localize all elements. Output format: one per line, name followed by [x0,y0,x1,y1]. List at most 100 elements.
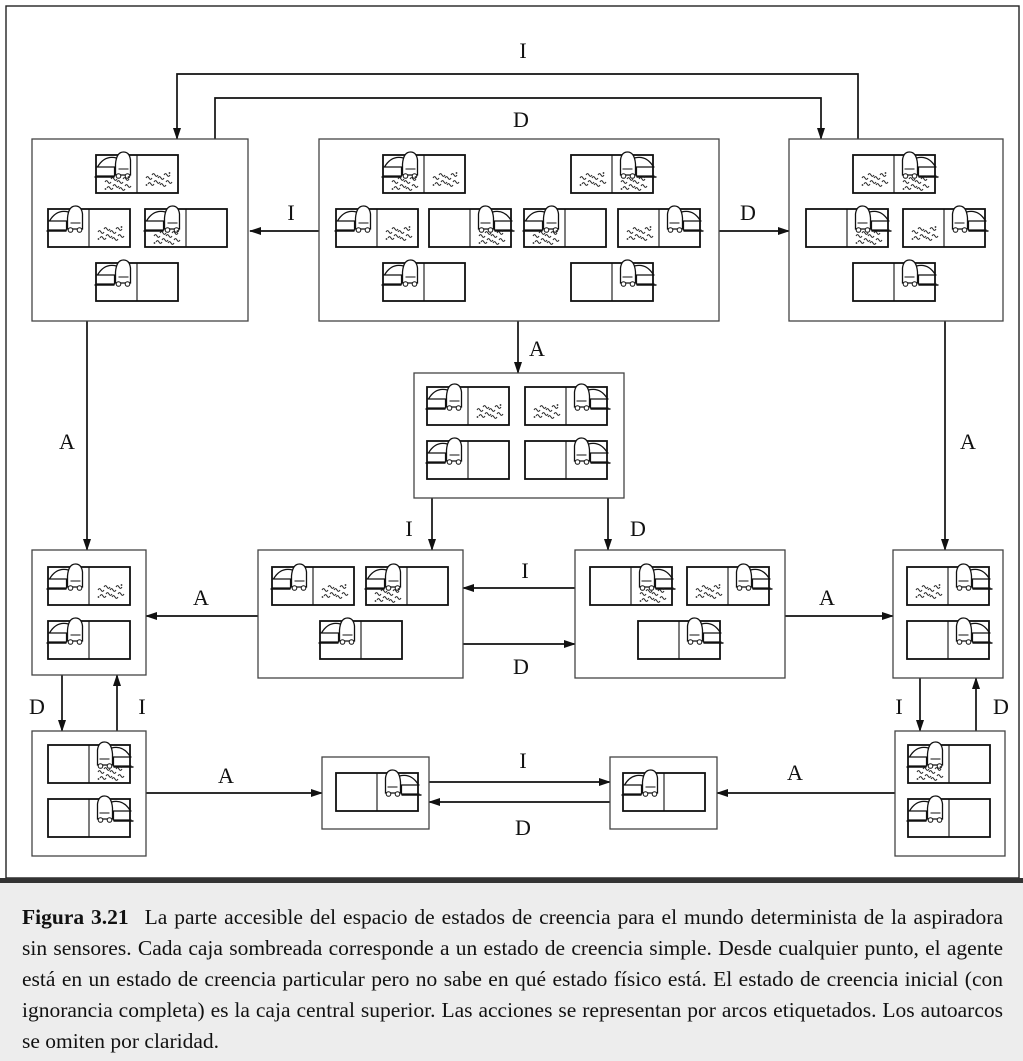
action-label: D [515,815,531,840]
dirt-icon [432,172,460,187]
world-state [270,563,355,606]
action-label: I [405,516,412,541]
dirt-icon [478,230,506,245]
world-state [570,259,657,302]
vacuum-icon [573,383,611,411]
vacuum-icon [46,563,84,591]
world-state [47,741,134,784]
world-state [364,563,449,606]
belief-state-top-right [788,138,1004,322]
dirt-icon [97,766,125,781]
belief-state-row3-center-left [257,549,464,679]
action-label: A [960,429,976,454]
world-state [621,769,706,812]
action-label: I [895,694,902,719]
belief-state-bottom-center-left [321,756,430,830]
caption-label: Figura 3.21 [22,905,129,929]
vacuum-icon [619,259,657,287]
vacuum-icon [906,741,944,769]
world-state [524,383,611,426]
dirt-icon [620,176,648,191]
vacuum-icon [955,563,993,591]
vacuum-icon [384,769,422,797]
world-state [47,795,134,838]
world-state [906,617,993,660]
vacuum-icon [735,563,773,591]
dirt-icon [861,172,889,187]
dirt-icon [153,230,181,245]
world-state [906,741,991,784]
dirt-icon [97,226,125,241]
dirt-icon [902,176,930,191]
belief-state-row3-center-right [574,549,786,679]
world-state [334,205,419,248]
dirt-icon [533,404,561,419]
action-label: I [521,558,528,583]
action-label: D [513,107,529,132]
vacuum-icon [854,205,892,233]
dirt-icon [321,584,349,599]
vacuum-icon [270,563,308,591]
belief-state-bottom-center-right [609,756,718,830]
world-state [570,151,657,194]
world-state [94,151,179,194]
vacuum-icon [621,769,659,797]
action-label: A [59,429,75,454]
dirt-icon [104,176,132,191]
world-state [425,383,510,426]
world-state [46,617,131,660]
world-state [381,151,466,194]
vacuum-icon [381,259,419,287]
world-state [589,563,676,606]
action-label: A [193,585,209,610]
belief-state-bottom-right [894,730,1006,857]
world-state [906,563,993,606]
world-state [524,437,611,480]
world-state [852,151,939,194]
vacuum-icon [951,205,989,233]
vacuum-icon [901,259,939,287]
action-label: I [138,694,145,719]
vacuum-icon [96,795,134,823]
vacuum-icon [143,205,181,233]
dirt-icon [695,584,723,599]
vacuum-icon [425,437,463,465]
action-label: D [29,694,45,719]
belief-state-row3-right [892,549,1004,679]
world-state [335,769,422,812]
belief-state-top-left [31,138,249,322]
world-state [46,563,131,606]
world-state [637,617,724,660]
dirt-icon [476,404,504,419]
vacuum-icon [619,151,657,179]
vacuum-icon [955,617,993,645]
world-state [425,437,510,480]
world-state [906,795,991,838]
vacuum-icon [666,205,704,233]
dirt-icon [916,766,944,781]
world-state [902,205,989,248]
vacuum-icon [94,259,132,287]
dirt-icon [385,226,413,241]
dirt-icon [579,172,607,187]
vacuum-icon [906,795,944,823]
action-label: I [519,748,526,773]
action-label: D [630,516,646,541]
dirt-icon [855,230,883,245]
action-label: I [287,200,294,225]
vacuum-icon [46,617,84,645]
dirt-icon [626,226,654,241]
vacuum-icon [364,563,402,591]
belief-state-top-center [318,138,720,322]
arrow-top-left-to-top-right [214,97,825,140]
dirt-icon [374,588,402,603]
vacuum-icon [522,205,560,233]
vacuum-icon [318,617,356,645]
dirt-icon [97,584,125,599]
vacuum-icon [96,741,134,769]
action-label: D [993,694,1009,719]
transition-arrows [58,73,980,806]
action-label: A [819,585,835,610]
